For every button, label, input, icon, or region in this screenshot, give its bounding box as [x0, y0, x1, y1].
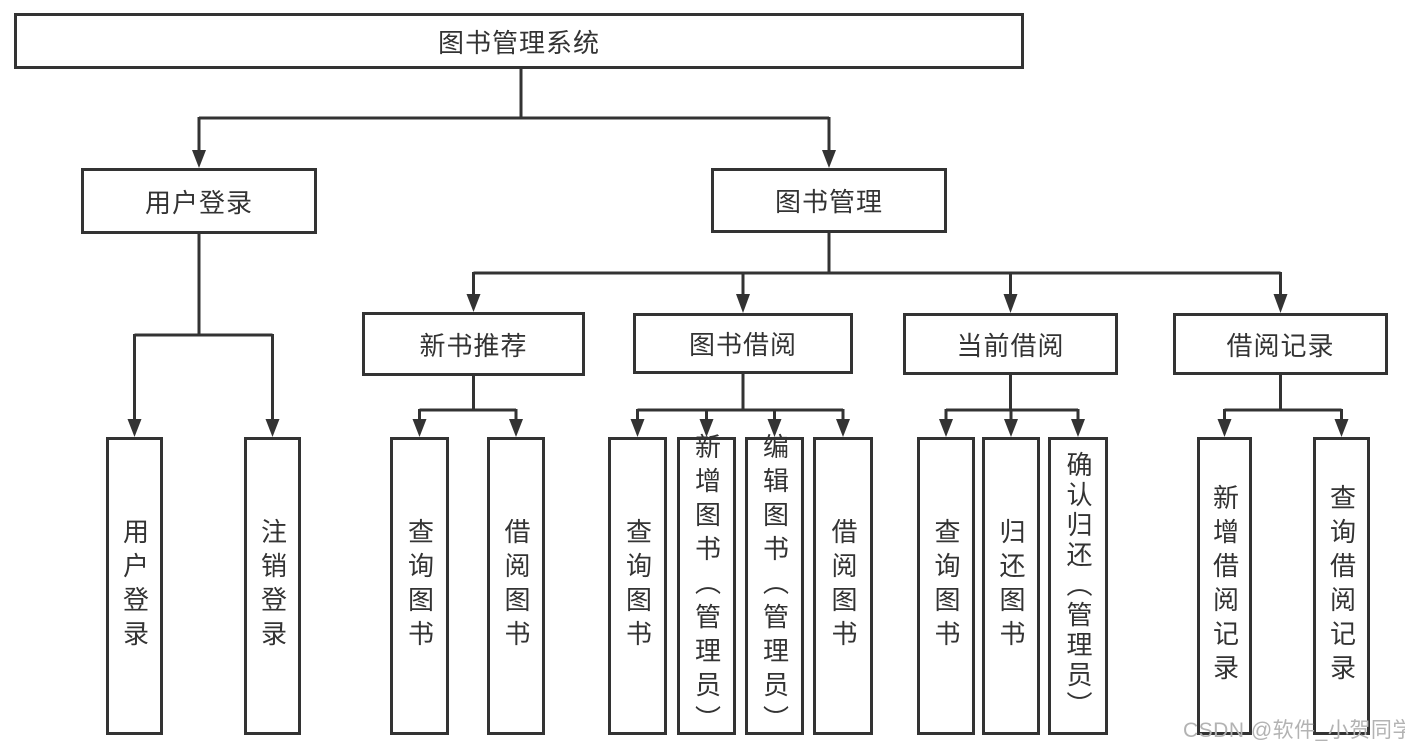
arrowheads-currentborrow-group — [939, 419, 1085, 437]
leaf-borrow-books: 借阅图书 — [813, 437, 873, 735]
leaf-add-books-admin-label: 新增图书（管理员） — [691, 433, 722, 739]
leaf-query-borrow-record: 查询借阅记录 — [1313, 437, 1370, 735]
leaf-confirm-return-admin: 确认归还（管理员） — [1048, 437, 1108, 735]
node-user-login-label: 用户登录 — [144, 187, 253, 218]
node-borrow-records: 借阅记录 — [1173, 313, 1388, 375]
leaf-edit-books-admin-label: 编辑图书（管理员） — [759, 433, 790, 739]
leaf-logout: 注销登录 — [244, 437, 301, 735]
connector-currentborrow-group — [944, 375, 1080, 421]
arrowheads-level3 — [466, 294, 1288, 313]
leaf-return-books: 归还图书 — [982, 437, 1040, 735]
arrowheads-level2 — [192, 150, 836, 168]
node-borrow-records-label: 借阅记录 — [1226, 330, 1335, 361]
leaf-add-borrow-record: 新增借阅记录 — [1197, 437, 1252, 735]
leaf-borrow-books-label: 借阅图书 — [828, 518, 858, 654]
node-current-borrow: 当前借阅 — [903, 313, 1118, 375]
leaf-edit-books-admin: 编辑图书（管理员） — [745, 433, 804, 739]
leaf-user-login: 用户登录 — [106, 437, 163, 735]
node-book-management-label: 图书管理 — [774, 187, 883, 217]
node-root-label: 图书管理系统 — [437, 27, 600, 58]
arrowheads-newbook-group — [412, 419, 523, 437]
node-current-borrow-label: 当前借阅 — [956, 330, 1065, 361]
node-book-management: 图书管理 — [711, 168, 947, 233]
leaf-confirm-return-admin-label: 确认归还（管理员） — [1063, 451, 1093, 721]
node-book-borrow-label: 图书借阅 — [688, 330, 797, 360]
connector-bookmgmt-to-level3 — [472, 233, 1282, 296]
leaf-query-books-recommend-label: 查询图书 — [404, 518, 435, 654]
leaf-query-books-borrow: 查询图书 — [608, 437, 667, 735]
leaf-add-books-admin: 新增图书（管理员） — [677, 433, 736, 739]
connector-newbook-group — [418, 376, 518, 421]
connector-borrowrecord-group — [1223, 375, 1343, 421]
leaf-borrow-books-recommend-label: 借阅图书 — [501, 518, 531, 654]
node-new-book-recommend-label: 新书推荐 — [419, 330, 528, 361]
leaf-user-login-label: 用户登录 — [119, 518, 150, 654]
connector-usergroup — [133, 234, 274, 421]
node-user-login: 用户登录 — [81, 168, 317, 234]
leaf-borrow-books-recommend: 借阅图书 — [487, 437, 545, 735]
csdn-watermark: CSDN @软件_小贺同学 — [1183, 719, 1405, 742]
leaf-query-borrow-record-label: 查询借阅记录 — [1326, 484, 1357, 688]
leaf-query-books-current: 查询图书 — [917, 437, 975, 735]
leaf-logout-label: 注销登录 — [257, 518, 288, 654]
leaf-return-books-label: 归还图书 — [996, 518, 1026, 654]
connector-root-to-level2 — [197, 69, 831, 152]
node-book-borrow: 图书借阅 — [633, 313, 853, 374]
connector-bookborrow-group — [636, 374, 845, 421]
node-root-library-system: 图书管理系统 — [14, 13, 1024, 69]
arrowheads-bookborrow-group — [630, 419, 850, 437]
arrowheads-usergroup — [127, 419, 280, 437]
leaf-query-books-recommend: 查询图书 — [390, 437, 449, 735]
leaf-query-books-borrow-label: 查询图书 — [622, 518, 653, 654]
node-new-book-recommend: 新书推荐 — [362, 312, 585, 376]
leaf-query-books-current-label: 查询图书 — [931, 518, 961, 654]
arrowheads-borrowrecord-group — [1217, 419, 1349, 437]
leaf-add-borrow-record-label: 新增借阅记录 — [1209, 484, 1240, 688]
